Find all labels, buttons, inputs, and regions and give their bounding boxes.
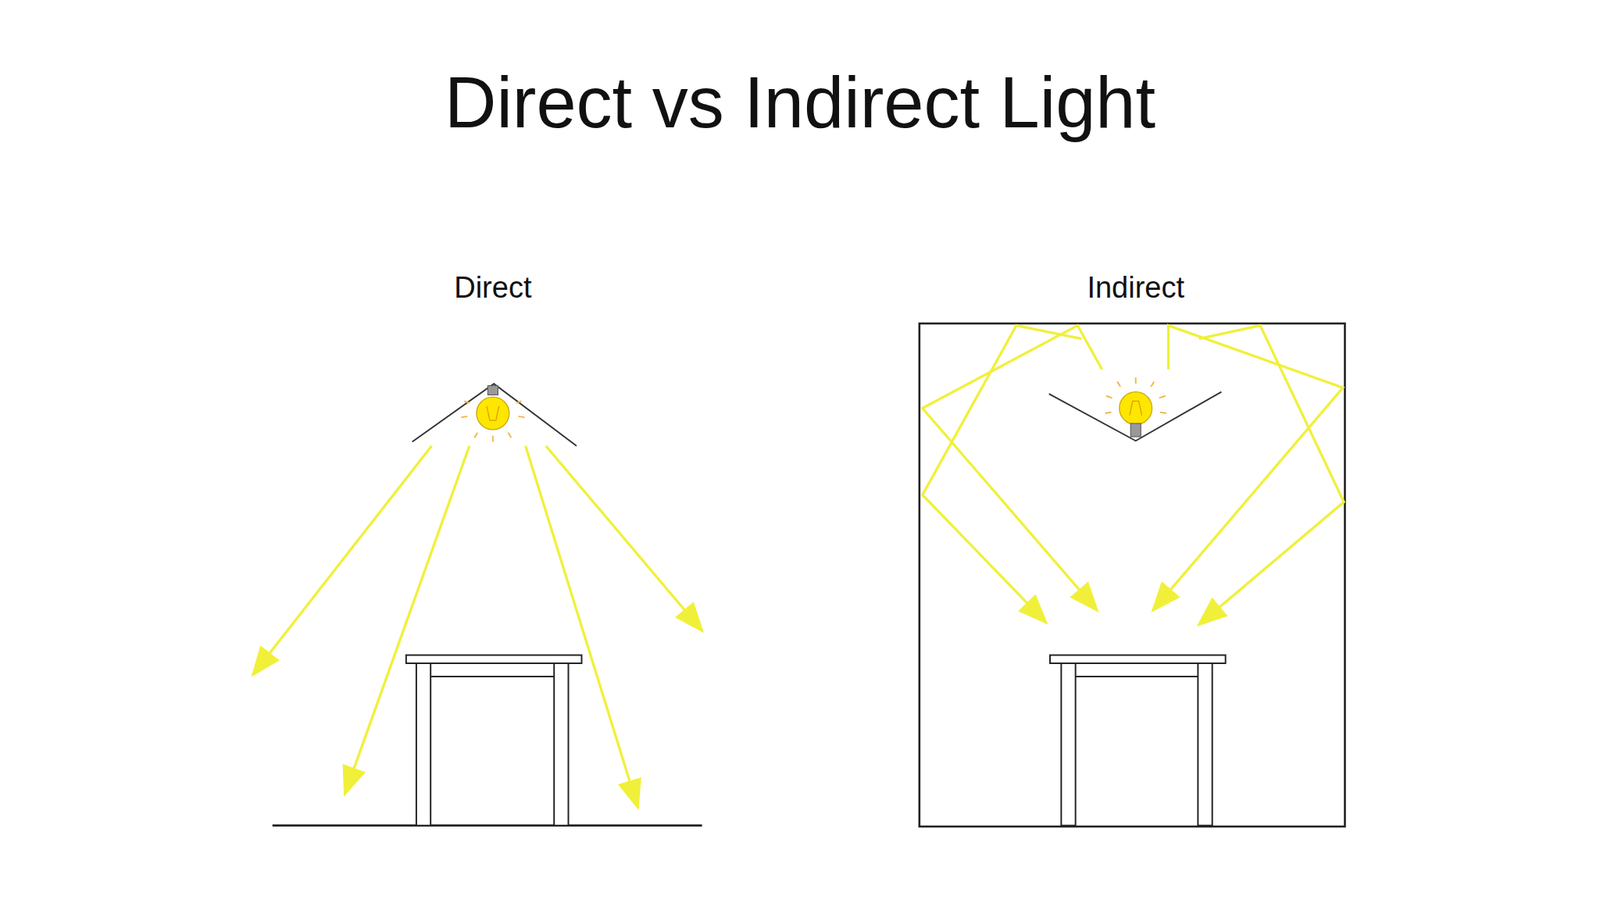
lamp-shade	[1049, 392, 1222, 442]
light-bulb	[460, 385, 525, 443]
panel-label: Direct	[453, 271, 532, 305]
table	[406, 655, 583, 826]
indirect-panel	[919, 323, 1346, 827]
lamp-shade	[412, 383, 577, 447]
diagram-title: Direct vs Indirect Light	[444, 60, 1156, 143]
direct-panel	[253, 383, 703, 826]
table	[1050, 655, 1226, 826]
floor-line	[272, 824, 703, 827]
light-bulb	[1105, 377, 1167, 437]
light-rays	[253, 446, 703, 808]
light-rays	[922, 325, 1344, 625]
room-outline	[919, 323, 1346, 827]
panel-label: Indirect	[1086, 271, 1185, 305]
